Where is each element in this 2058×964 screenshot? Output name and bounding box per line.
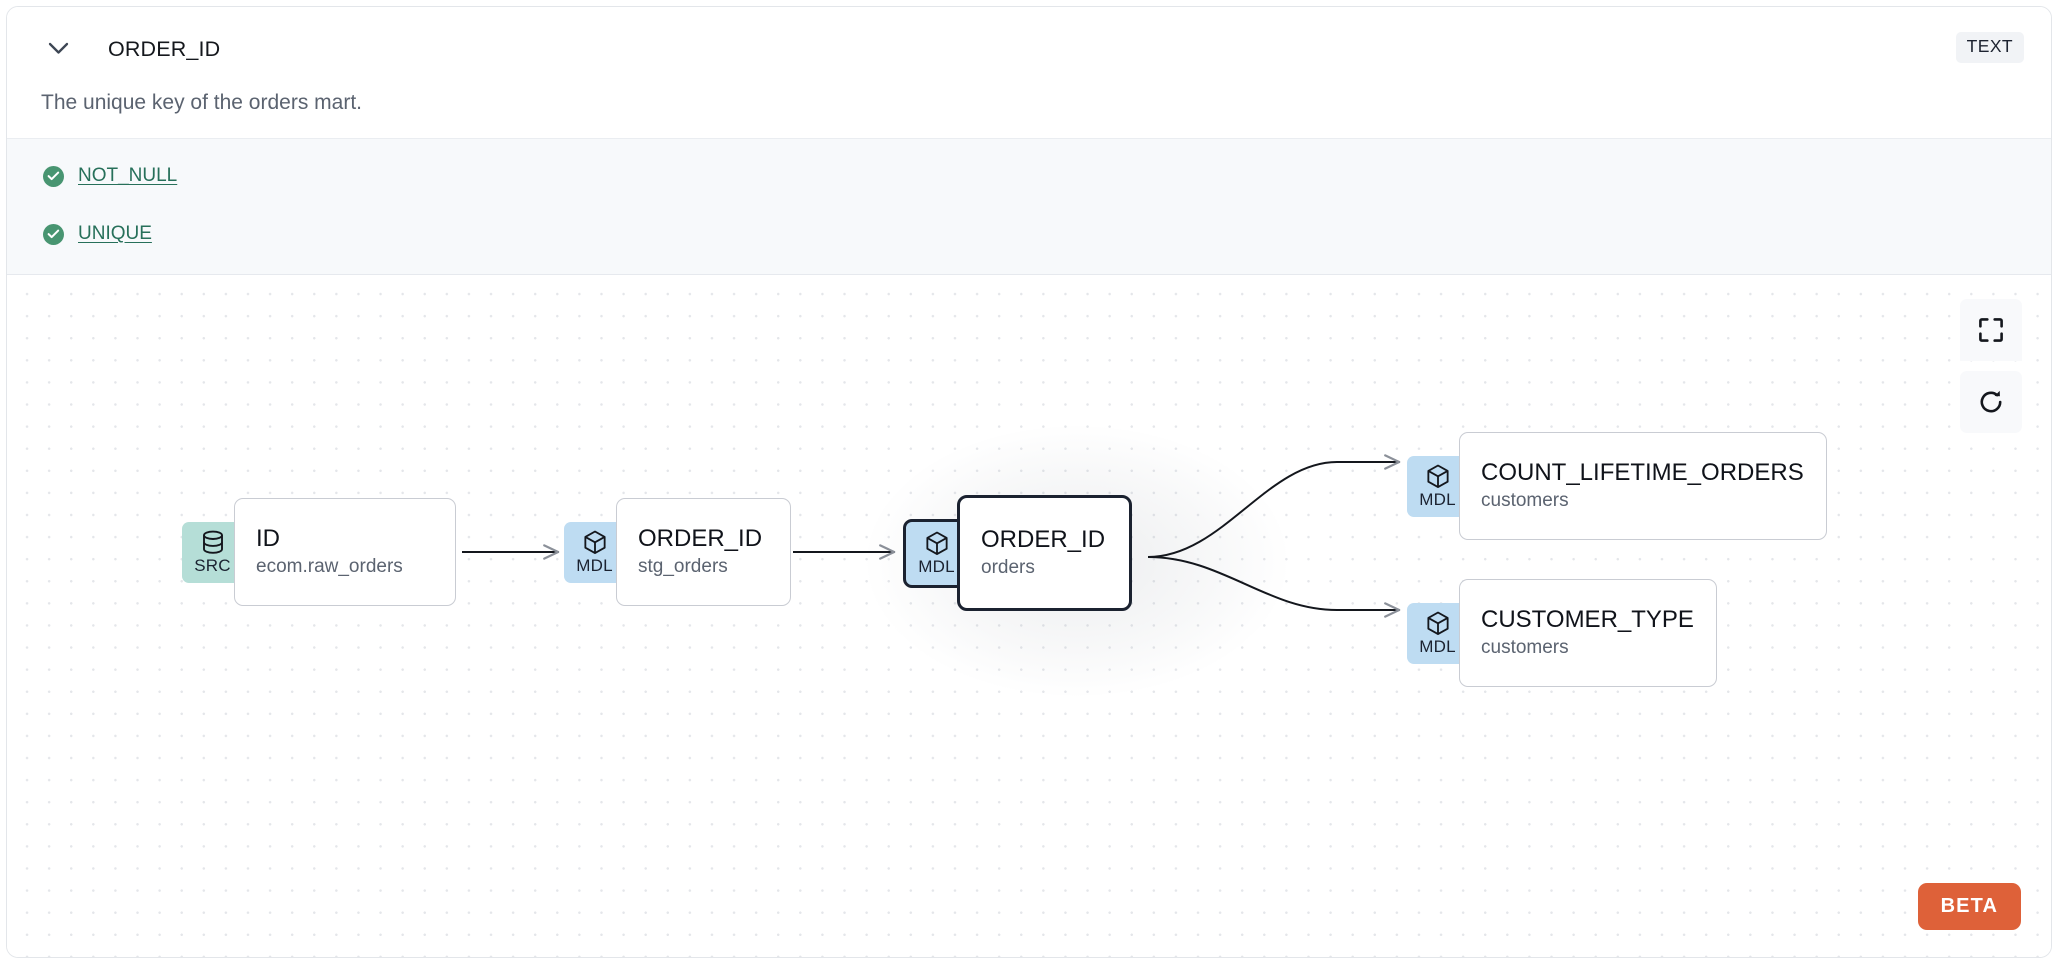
lineage-node-src-id[interactable]: SRC ID ecom.raw_orders [182,498,456,606]
test-row[interactable]: NOT_NULL [43,165,177,187]
node-badge-mdl: MDL [1407,455,1468,517]
check-circle-icon [43,223,64,245]
page-title: ORDER_ID [108,37,221,61]
node-name: ORDER_ID [638,524,763,552]
column-description: The unique key of the orders mart. [41,91,362,114]
lineage-node-stg-order-id[interactable]: MDL ORDER_ID stg_orders [564,498,791,606]
refresh-icon [1980,390,2002,413]
node-subtitle: customers [1481,636,1569,658]
node-badge-label: MDL [1419,490,1456,509]
node-name: COUNT_LIFETIME_ORDERS [1481,458,1804,486]
test-link-not-null[interactable]: NOT_NULL [78,165,178,186]
cube-icon [925,531,948,556]
node-badge-label: MDL [1419,637,1456,656]
test-link-unique[interactable]: UNIQUE [78,223,152,244]
node-subtitle: customers [1481,489,1569,511]
node-body: COUNT_LIFETIME_ORDERS customers [1459,432,1827,540]
node-body: ORDER_ID stg_orders [616,498,791,606]
node-badge-mdl: MDL [1407,602,1468,664]
node-subtitle: orders [981,556,1035,578]
node-body: ORDER_ID orders [957,495,1132,611]
lineage-node-count-lifetime-orders[interactable]: MDL COUNT_LIFETIME_ORDERS customers [1407,432,1827,540]
tests-section: NOT_NULL UNIQUE [7,138,2051,275]
node-badge-label: MDL [918,557,955,576]
node-subtitle: ecom.raw_orders [256,555,403,577]
node-body: ID ecom.raw_orders [234,498,456,606]
check-circle-icon [43,165,64,187]
chevron-down-icon[interactable] [43,37,73,59]
node-badge-mdl: MDL [564,521,625,583]
node-badge-label: SRC [194,556,231,575]
cube-icon [583,530,606,555]
lineage-edges [462,454,1401,618]
column-type-badge: TEXT [1955,32,2024,63]
node-subtitle: stg_orders [638,555,728,577]
reset-button[interactable] [1960,371,2022,433]
cube-icon [1426,464,1449,489]
edge-orders-to-count-lifetime [1147,454,1401,558]
beta-badge[interactable]: BETA [1917,883,2021,930]
fullscreen-icon [1979,318,2003,342]
test-row[interactable]: UNIQUE [43,223,152,245]
node-badge-src: SRC [182,521,243,583]
card-header: ORDER_ID TEXT [7,7,2051,82]
node-name: CUSTOMER_TYPE [1481,605,1694,633]
column-detail-card: ORDER_ID TEXT The unique key of the orde… [6,6,2052,958]
lineage-node-orders-order-id[interactable]: MDL ORDER_ID orders [903,495,1132,611]
canvas-controls [1960,299,2022,433]
cube-icon [1426,611,1449,636]
edge-orders-to-customer-type [1147,556,1401,618]
node-badge-label: MDL [576,556,613,575]
node-name: ORDER_ID [981,525,1106,553]
lineage-canvas[interactable]: SRC ID ecom.raw_orders MDL ORDER_ID stg_… [7,276,2051,957]
lineage-node-customer-type[interactable]: MDL CUSTOMER_TYPE customers [1407,579,1717,687]
node-name: ID [256,524,280,552]
node-body: CUSTOMER_TYPE customers [1459,579,1717,687]
database-icon [202,530,223,554]
fit-view-button[interactable] [1960,299,2022,361]
